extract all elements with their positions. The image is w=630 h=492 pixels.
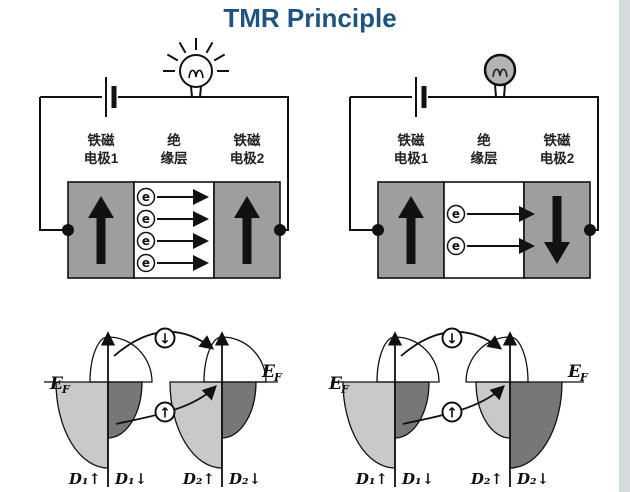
spin-down-arrow: ↓ [159,332,171,348]
insulator-label: 绝 [167,132,181,148]
dos-lobe-minority-down [221,381,257,439]
insulator-label2: 缘层 [471,150,498,166]
dos-label-d2-down: D₂↓ [228,470,261,488]
magnetization-down-arrow [544,196,570,264]
dos-empty-band [107,336,153,383]
contact-dot-left [372,224,384,236]
fermi-label-sub: F [273,371,283,384]
dos-label-d1-up: D₁↑ [68,470,101,488]
mtj-device-parallel: e e e e [62,181,286,279]
circuit-parallel: 铁磁 电极1 绝 缘层 铁磁 电极2 e [39,38,289,279]
battery-icon [415,77,427,117]
electrode2-label: 铁磁 [234,132,261,148]
filament [492,68,508,78]
dos-lobe-majority-up [55,381,109,469]
electron-icon [136,209,156,229]
dos-lobe-minority-up [475,381,511,439]
spin-down-circle-icon [441,327,463,349]
tunneling-electrons: e e e e [136,187,209,273]
dos-empty-band [509,336,529,383]
battery-icon [105,77,117,117]
wire-left-down [349,97,378,231]
fermi-label-sub: F [61,383,71,396]
electron-icon [446,204,466,224]
mtj-device-antiparallel: e e [372,181,596,279]
electrode1-label: 铁磁 [88,132,115,148]
dos-lobe-majority-down [509,381,563,469]
electron-icon [136,187,156,207]
contact-dot-right [584,224,596,236]
dos-empty-band [465,336,511,383]
spin-up-circle-icon [154,401,176,423]
magnetization-up-arrow [234,196,260,264]
electron-label: e [142,256,150,270]
electrode1-label2: 电极1 [394,150,429,166]
electrode2-label2: 电极2 [230,150,265,166]
page-title: TMR Principle [223,3,396,33]
dos-empty-band [221,336,267,383]
spin-down-circle-icon [154,327,176,349]
electron-icon [136,253,156,273]
fermi-label: E [49,374,64,394]
dos-empty-band [89,336,109,383]
electrode1-label2: 电极1 [84,150,119,166]
page-edge-strip [619,0,630,492]
dos-diagram-parallel: ↓ ↑ E F E F D₁↑ D₁↓ D₂↑ D₂↓ [44,327,283,488]
wire-left-down [39,97,68,231]
layer-labels-right: 铁磁 电极1 绝 缘层 铁磁 电极2 [394,132,575,166]
magnetization-up-arrow [88,196,114,264]
spin-up-arrow: ↑ [446,406,458,422]
layer-labels-left: 铁磁 电极1 绝 缘层 铁磁 电极2 [84,132,265,166]
electron-icon [446,236,466,256]
dos-lobe-majority-up [342,381,396,469]
dos-label-d1-down: D₁↓ [401,470,434,488]
contact-dot-left [62,224,74,236]
tunneling-electrons: e e [446,204,535,256]
fermi-label-sub: F [340,383,350,396]
electron-label: e [142,234,150,248]
contact-dot-right [274,224,286,236]
electrode2-label2: 电极2 [540,150,575,166]
electron-label: e [142,190,150,204]
dos-empty-band [376,336,396,383]
dos-lobe-minority-down [394,381,430,439]
spin-up-arrow: ↑ [159,406,171,422]
magnetization-up-arrow [398,196,424,264]
electron-icon [136,231,156,251]
bright-bulb-icon [163,38,229,98]
electron-label: e [452,239,460,253]
circuit-antiparallel: 铁磁 电极1 绝 缘层 铁磁 电极2 e e [349,53,599,279]
fermi-label: E [261,362,276,382]
insulator-label: 绝 [477,132,491,148]
insulator-label2: 缘层 [161,150,188,166]
dim-bulb-icon [483,53,517,98]
electron-label: e [142,212,150,226]
dos-label-d2-up: D₂↑ [182,470,215,488]
filament [188,69,204,79]
electrode2-label: 铁磁 [544,132,572,148]
fermi-label-sub: F [579,371,589,384]
fermi-label: E [328,374,343,394]
spin-up-circle-icon [441,401,463,423]
dos-lobe-minority-down [107,381,143,439]
electron-label: e [452,207,460,221]
dos-label-d2-down: D₂↓ [516,470,549,488]
insulator-region [443,181,525,279]
dos-label-d1-down: D₁↓ [114,470,147,488]
dos-empty-band [394,336,440,383]
dos-label-d2-up: D₂↑ [470,470,503,488]
spin-down-arrow: ↓ [446,332,458,348]
dos-diagram-antiparallel: ↓ ↑ E F E F D₁↑ D₁↓ D₂↑ D₂↓ [328,327,589,488]
light-rays [163,38,229,72]
dos-lobe-majority-up [169,381,223,469]
fermi-label: E [567,362,582,382]
dos-label-d1-up: D₁↑ [355,470,388,488]
electrode1-label: 铁磁 [398,132,425,148]
